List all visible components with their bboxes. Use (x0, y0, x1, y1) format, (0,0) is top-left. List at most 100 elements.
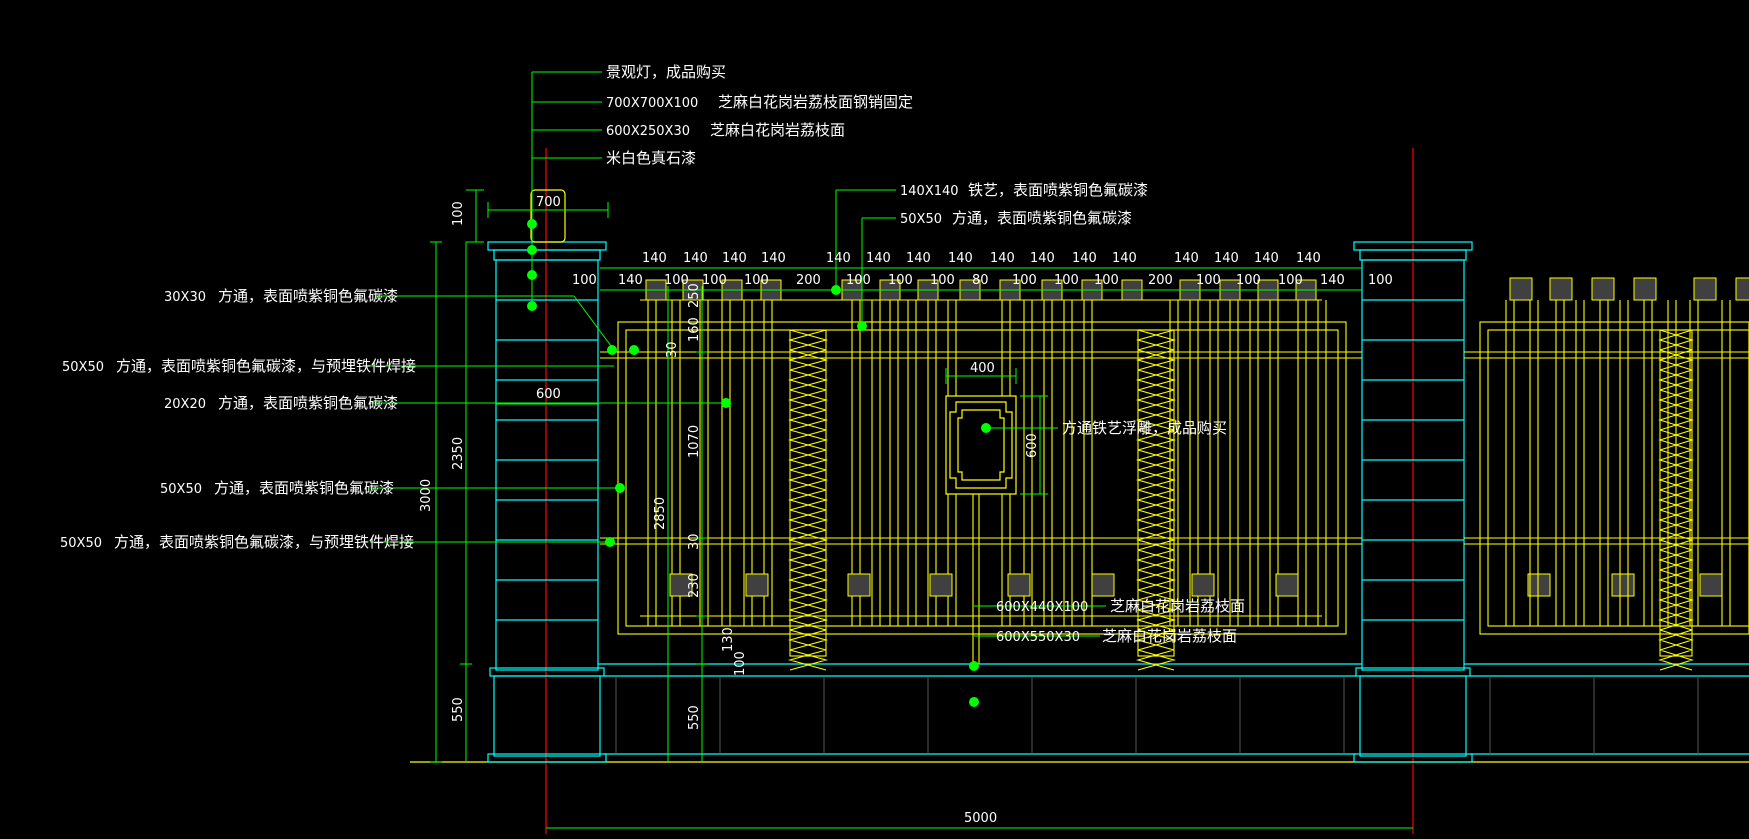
callout-left-3-spec: 20X20 (164, 397, 206, 412)
dim-label: 140 (722, 251, 747, 266)
dim-label: 140 (761, 251, 786, 266)
callouts-right: 方通铁艺浮雕，成品购买 600X440X100 芝麻白花岗岩荔枝面 600X55… (996, 419, 1245, 645)
vertical-bars (647, 300, 1327, 626)
dim-panel-130: 130 (721, 627, 736, 652)
lattice-zigzag (1135, 329, 1175, 671)
callout-left-4-desc: 方通，表面喷紫铜色氟碳漆 (214, 479, 394, 497)
callout-emblem: 方通铁艺浮雕，成品购买 (1062, 419, 1227, 437)
dim-label: 140 (1296, 251, 1321, 266)
dim-panel-100: 100 (733, 651, 748, 676)
dim-bay-width: 5000 (964, 811, 997, 826)
bar-cap (1591, 277, 1615, 301)
dim-label: 140 (1320, 273, 1345, 288)
callout-left-5-spec: 50X50 (60, 536, 102, 551)
callout-iron-spec: 140X140 (900, 184, 959, 199)
dim-label: 140 (1214, 251, 1239, 266)
lattice-zigzag (1658, 329, 1693, 671)
dim-label: 140 (1254, 251, 1279, 266)
callout-left-1-desc: 方通，表面喷紫铜色氟碳漆 (218, 287, 398, 305)
dim-emblem-height: 600 (1025, 433, 1040, 458)
dimension-lines (430, 189, 1413, 829)
right-partial-panel (1464, 321, 1749, 635)
dim-panel-230: 230 (687, 573, 702, 598)
lower-inset (745, 573, 769, 597)
bar-cap (1549, 277, 1573, 301)
lattice-columns (787, 329, 1694, 671)
dim-height-2350: 2350 (451, 437, 466, 470)
callout-tube-spec: 50X50 (900, 212, 942, 227)
lattice-frame (789, 329, 827, 657)
callout-tube-desc: 方通，表面喷紫铜色氟碳漆 (952, 209, 1132, 227)
dim-label: 100 (1054, 273, 1079, 288)
lower-inset (1275, 573, 1299, 597)
callout-left-5-desc: 方通，表面喷紫铜色氟碳漆，与预埋铁件焊接 (114, 533, 414, 551)
lower-inset (1699, 573, 1723, 597)
dim-label: 200 (1148, 273, 1173, 288)
lower-inset (1191, 573, 1215, 597)
dim-lamp-width: 700 (536, 195, 561, 210)
callout-iron-desc: 铁艺，表面喷紫铜色氟碳漆 (968, 181, 1148, 199)
lower-inset (1611, 573, 1635, 597)
dim-panel-550: 550 (687, 705, 702, 730)
callout-lamp: 景观灯，成品购买 (606, 63, 726, 81)
base-wall (598, 663, 1749, 755)
lower-inset (847, 573, 871, 597)
dim-height-3000: 3000 (419, 479, 434, 512)
dim-label: 140 (948, 251, 973, 266)
ironwork-panel (600, 299, 1362, 635)
dim-label: 140 (906, 251, 931, 266)
right-vertical-bars (1505, 300, 1731, 626)
dim-label: 100 (1012, 273, 1037, 288)
callout-base-cap-desc: 芝麻白花岗岩荔枝面 (1110, 597, 1245, 615)
dim-panel-160: 160 (687, 317, 702, 342)
dim-panel-30a: 30 (665, 341, 680, 358)
callout-paint: 米白色真石漆 (606, 149, 696, 167)
dim-label: 140 (866, 251, 891, 266)
lower-inset (1091, 573, 1115, 597)
dim-label: 140 (1072, 251, 1097, 266)
dim-label: 100 (1368, 273, 1393, 288)
dim-label: 100 (572, 273, 597, 288)
callout-band-desc: 芝麻白花岗岩荔枝面 (710, 121, 845, 139)
dim-label: 100 (744, 273, 769, 288)
dim-label: 100 (1278, 273, 1303, 288)
landscape-lamp (530, 189, 566, 243)
callout-cap-spec: 700X700X100 (606, 96, 698, 111)
dim-label: 140 (1112, 251, 1137, 266)
dim-label: 140 (990, 251, 1015, 266)
lattice-zigzag (1659, 329, 1694, 671)
dim-label: 100 (702, 273, 727, 288)
callout-left-2-desc: 方通，表面喷紫铜色氟碳漆，与预埋铁件焊接 (116, 357, 416, 375)
callout-left-2-spec: 50X50 (62, 360, 104, 375)
lower-inset (669, 573, 693, 597)
dim-label: 100 (846, 273, 871, 288)
leader-lines (370, 71, 1106, 637)
lattice-zigzag (787, 329, 827, 671)
callout-base-band-desc: 芝麻白花岗岩荔枝面 (1102, 627, 1237, 645)
dimension-labels: 700 100 600 2350 3000 550 2850 1070 250 … (419, 195, 1040, 826)
base-stone-joints (615, 676, 1699, 754)
bar-cap (1509, 277, 1533, 301)
bar-cap (1633, 277, 1657, 301)
dim-emblem-width: 400 (970, 361, 995, 376)
center-emblem (945, 395, 1017, 495)
callout-base-cap-spec: 600X440X100 (996, 600, 1088, 615)
callout-left-4-spec: 50X50 (160, 482, 202, 497)
callout-left-1-spec: 30X30 (164, 290, 206, 305)
dim-label: 200 (796, 273, 821, 288)
lattice-frame (1137, 329, 1175, 657)
dim-label: 140 (826, 251, 851, 266)
dim-height-550-base: 550 (451, 697, 466, 722)
dim-lamp-height: 100 (451, 201, 466, 226)
centerlines (545, 148, 1414, 834)
dim-label: 140 (1030, 251, 1055, 266)
dim-label: 140 (642, 251, 667, 266)
callouts-top: 景观灯，成品购买 700X700X100 芝麻白花岗岩荔枝面钢销固定 600X2… (606, 63, 1148, 227)
bar-cap (1693, 277, 1717, 301)
left-pillar (487, 241, 607, 763)
dim-label: 100 (1236, 273, 1261, 288)
dim-label: 100 (888, 273, 913, 288)
dim-label: 140 (1174, 251, 1199, 266)
